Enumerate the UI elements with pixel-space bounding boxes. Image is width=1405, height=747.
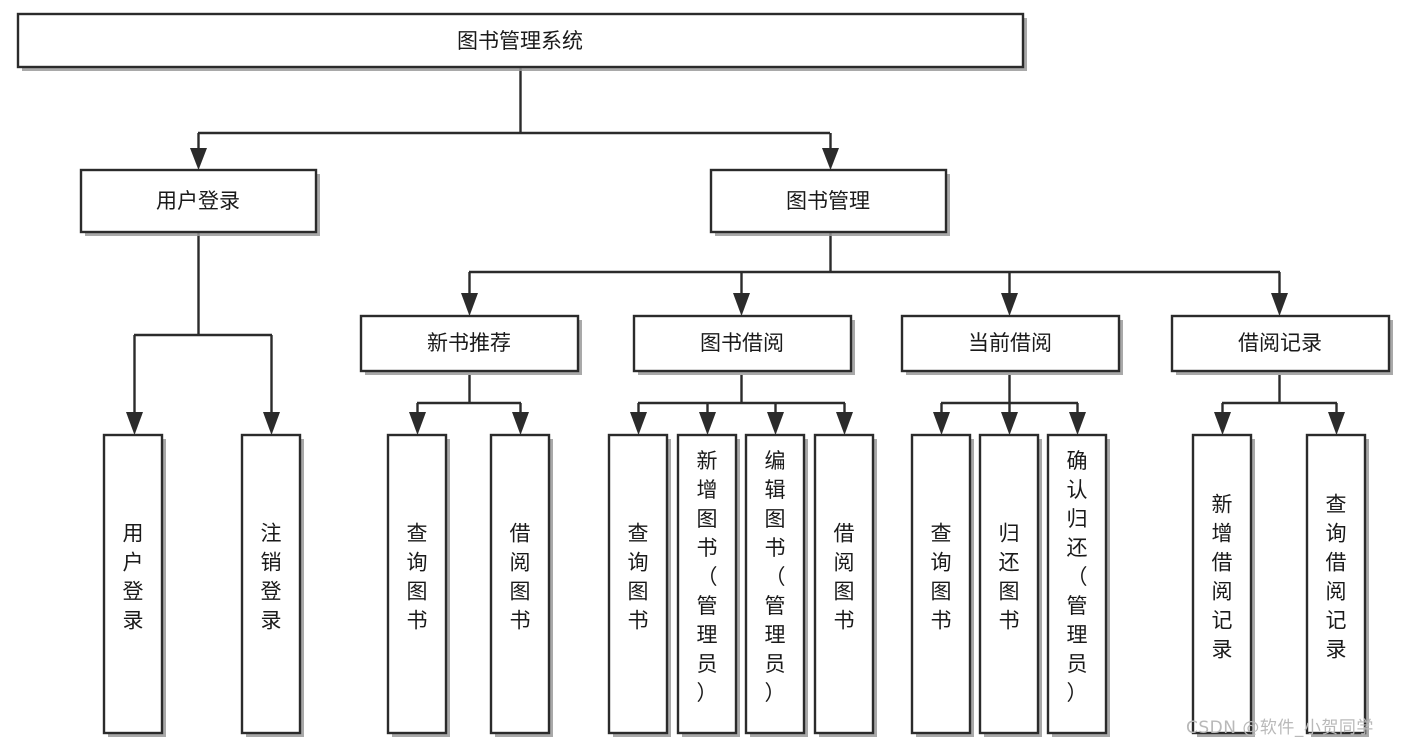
connector-layer <box>126 67 1345 435</box>
leaf-label: 查询图书 <box>628 522 649 633</box>
arrowhead-leaf-user-login <box>126 412 143 435</box>
leaf-rect <box>1046 433 1108 735</box>
arrowhead-leaf-add-record <box>1214 412 1231 435</box>
node-current-borrow[interactable]: 当前借阅 <box>900 314 1123 375</box>
node-root[interactable]: 图书管理系统 <box>16 12 1027 71</box>
leaf-rect <box>744 433 806 735</box>
node-book-management[interactable]: 图书管理 <box>709 168 950 236</box>
leaf-rect <box>1191 433 1253 735</box>
leaf-label: 借阅图书 <box>834 522 855 633</box>
leaf-rect <box>910 433 972 735</box>
leaf-node[interactable]: 借阅图书 <box>813 433 877 737</box>
leaf-rect <box>978 433 1040 735</box>
book-borrow-label: 图书借阅 <box>700 331 784 355</box>
leaf-rect <box>489 433 551 735</box>
arrowhead-new-book-recommend <box>461 293 478 316</box>
leaf-rect <box>102 433 164 735</box>
node-user-login[interactable]: 用户登录 <box>79 168 320 236</box>
node-book-borrow[interactable]: 图书借阅 <box>632 314 855 375</box>
root-rect <box>16 12 1025 69</box>
leaf-rect <box>813 433 875 735</box>
borrow-record-rect <box>1170 314 1391 373</box>
leaf-rect <box>240 433 302 735</box>
new-book-recommend-rect <box>359 314 580 373</box>
leaf-rect <box>386 433 448 735</box>
leaf-label: 查询图书 <box>931 522 952 633</box>
user-login-label: 用户登录 <box>156 189 240 213</box>
leaf-node[interactable]: 确认归还（管理员） <box>1046 433 1110 737</box>
leaf-node[interactable]: 归还图书 <box>978 433 1042 737</box>
arrowhead-leaf-edit-book <box>767 412 784 435</box>
leaf-label: 查询借阅记录 <box>1326 493 1347 662</box>
leaf-label: 新增借阅记录 <box>1212 493 1233 662</box>
leaf-node[interactable]: 用户登录 <box>102 433 166 737</box>
arrowhead-leaf-query-book-3 <box>933 412 950 435</box>
arrowhead-borrow-record <box>1271 293 1288 316</box>
current-borrow-rect <box>900 314 1121 373</box>
arrowhead-leaf-borrow-book-1 <box>512 412 529 435</box>
leaf-node[interactable]: 编辑图书（管理员） <box>744 433 808 737</box>
arrowhead-leaf-query-book-1 <box>409 412 426 435</box>
arrowhead-leaf-confirm-return <box>1069 412 1086 435</box>
leaf-label: 新增图书（管理员） <box>697 449 718 705</box>
leaf-node[interactable]: 新增图书（管理员） <box>676 433 740 737</box>
leaf-label: 用户登录 <box>123 522 144 633</box>
leaf-label: 注销登录 <box>261 522 282 633</box>
node-borrow-record[interactable]: 借阅记录 <box>1170 314 1393 375</box>
new-book-recommend-label: 新书推荐 <box>427 331 511 355</box>
arrowhead-leaf-return-book <box>1001 412 1018 435</box>
arrowhead-current-borrow <box>1001 293 1018 316</box>
arrowhead-user-login <box>190 148 207 170</box>
user-login-rect <box>79 168 318 234</box>
leaf-rect <box>1305 433 1367 735</box>
leaf-label: 归还图书 <box>999 522 1020 633</box>
arrowhead-leaf-add-book <box>699 412 716 435</box>
leaf-node[interactable]: 查询图书 <box>607 433 671 737</box>
arrowhead-book-management <box>822 148 839 170</box>
node-new-book-recommend[interactable]: 新书推荐 <box>359 314 582 375</box>
current-borrow-label: 当前借阅 <box>968 331 1052 355</box>
leaf-node[interactable]: 查询借阅记录 <box>1305 433 1369 737</box>
leaf-node[interactable]: 查询图书 <box>386 433 450 737</box>
leaf-rect <box>676 433 738 735</box>
leaf-rect <box>607 433 669 735</box>
book-management-rect <box>709 168 948 234</box>
leaf-label: 借阅图书 <box>510 522 531 633</box>
leaf-node[interactable]: 注销登录 <box>240 433 304 737</box>
leaf-label: 查询图书 <box>407 522 428 633</box>
arrowhead-leaf-borrow-book-2 <box>836 412 853 435</box>
leaf-node[interactable]: 借阅图书 <box>489 433 553 737</box>
root-label: 图书管理系统 <box>457 29 583 53</box>
arrowhead-leaf-user-logout <box>263 412 280 435</box>
leaf-node[interactable]: 新增借阅记录 <box>1191 433 1255 737</box>
arrowhead-leaf-query-record <box>1328 412 1345 435</box>
book-borrow-rect <box>632 314 853 373</box>
arrowhead-leaf-query-book-2 <box>630 412 647 435</box>
arrowhead-book-borrow <box>733 293 750 316</box>
borrow-record-label: 借阅记录 <box>1238 331 1322 355</box>
book-management-label: 图书管理 <box>786 189 870 213</box>
leaf-label: 编辑图书（管理员） <box>765 449 786 705</box>
leaf-node[interactable]: 查询图书 <box>910 433 974 737</box>
leaf-label: 确认归还（管理员） <box>1067 449 1088 705</box>
